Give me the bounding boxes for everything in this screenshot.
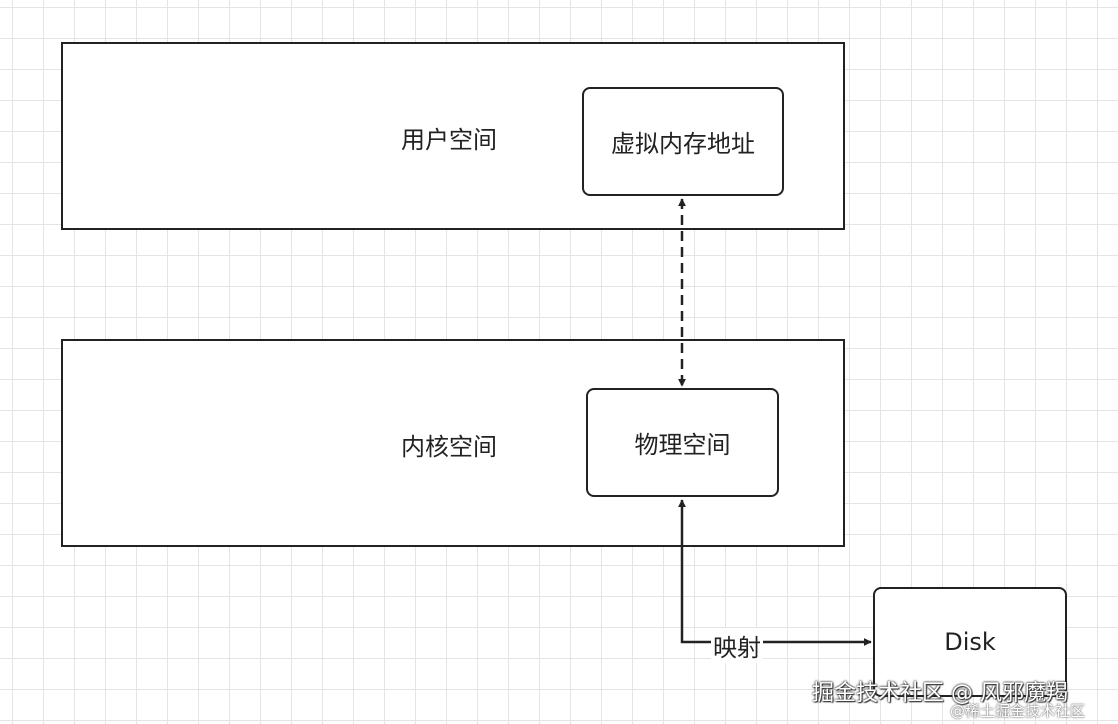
watermark-sub: @稀土掘金技术社区 bbox=[950, 702, 1086, 720]
disk-node: Disk bbox=[873, 587, 1067, 697]
virtual-address-node: 虚拟内存地址 bbox=[582, 87, 784, 196]
user-space-label: 用户空间 bbox=[401, 126, 497, 154]
physical-space-node: 物理空间 bbox=[586, 388, 779, 497]
kernel-space-label: 内核空间 bbox=[401, 433, 497, 461]
mapping-edge-label: 映射 bbox=[711, 628, 763, 663]
mapping-arrow bbox=[678, 499, 872, 646]
watermark-main: 掘金技术社区 @ 风邪魔羯 bbox=[812, 681, 1068, 706]
